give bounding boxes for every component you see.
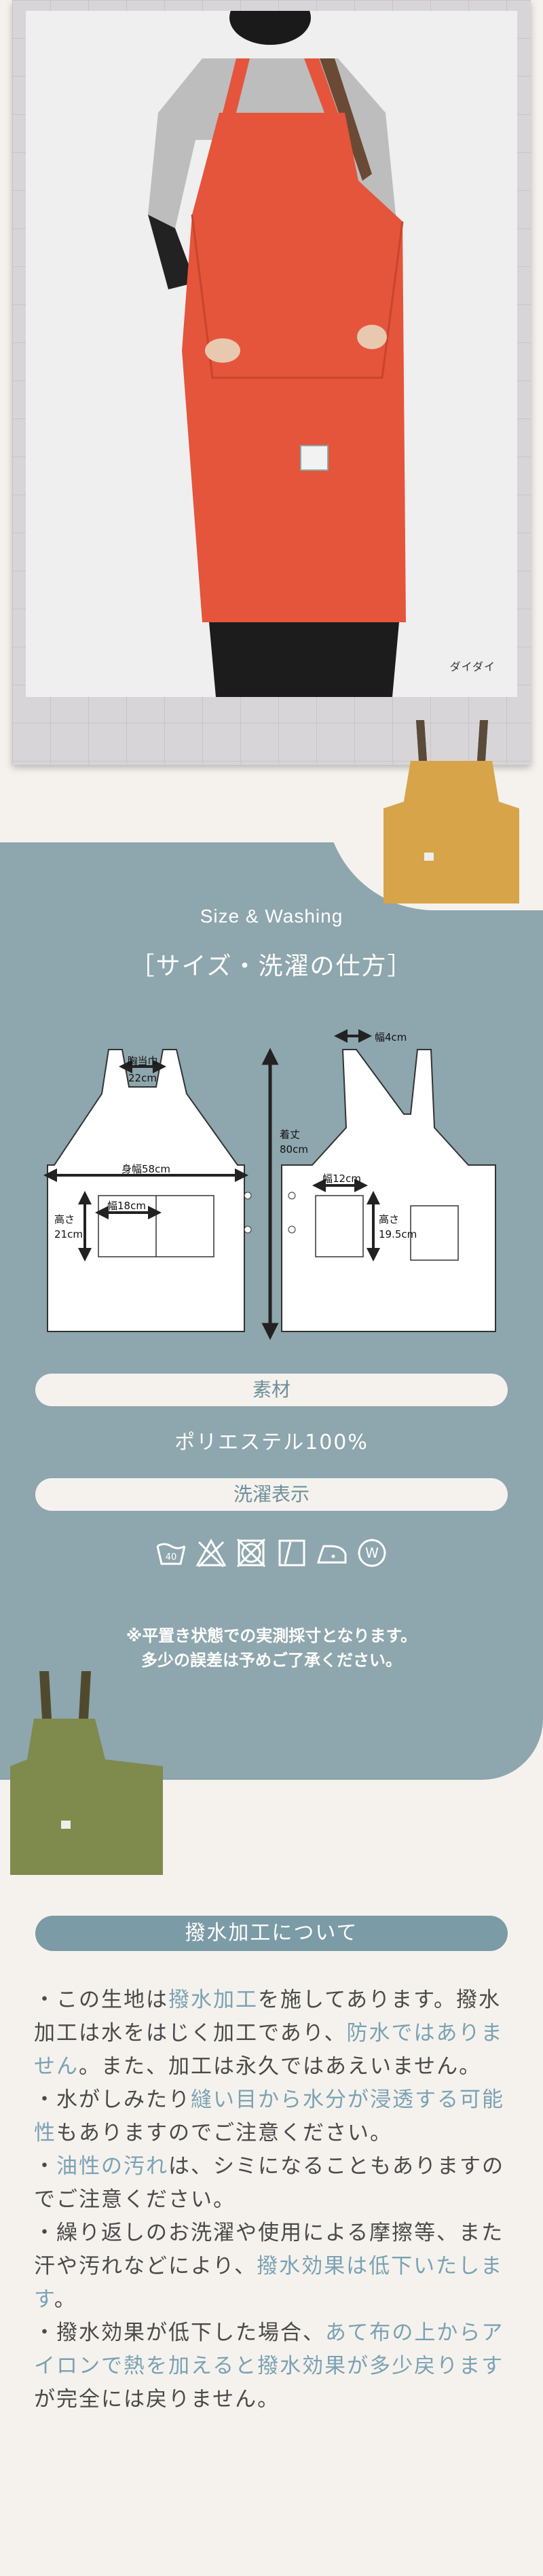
no-bleach-icon	[195, 1538, 227, 1568]
label-body-width: 身幅58cm	[121, 1163, 170, 1175]
material-value: ポリエステル100%	[174, 1431, 369, 1454]
iron-low-icon	[316, 1545, 347, 1564]
wash-icons-row: 40 W	[155, 1534, 388, 1572]
paragraph-2: ・水がしみたり縫い目から水分が浸透する可能性もありますのでご注意ください。	[34, 2088, 504, 2145]
material-label: 素材	[35, 1374, 508, 1406]
wash-40-icon: 40	[156, 1543, 186, 1565]
section-title: ［サイズ・洗濯の仕方］	[130, 952, 413, 980]
paragraph-3: ・油性の汚れは、シミになることもありますのでご注意ください。	[34, 2154, 504, 2212]
measurement-note-line2: 多少の誤差は予めご了承ください。	[141, 1651, 402, 1670]
label-pocket-height-front-2: 21cm	[54, 1228, 83, 1240]
label-chest-width-2: 22cm	[128, 1072, 157, 1084]
mustard-apron-swatch-overlay	[383, 720, 519, 904]
label-pocket-width-front: 幅18cm	[107, 1200, 146, 1212]
water-repellent-heading: 撥水加工について	[35, 1916, 508, 1951]
water-repellent-body: ・この生地は撥水加工を施してあります。撥水加工は水をはじく加工であり、防水ではあ…	[34, 1984, 509, 2416]
line-dry-icon	[278, 1539, 305, 1567]
label-length-2: 80cm	[280, 1143, 308, 1156]
label-chest-width-1: 胸当巾	[127, 1055, 157, 1067]
section-subtitle: Size & Washing	[200, 906, 343, 927]
paragraph-5: ・撥水効果が低下した場合、あて布の上からアイロンで熱を加えると撥水効果が多少戻り…	[34, 2321, 504, 2412]
label-pocket-height-back-2: 19.5cm	[379, 1228, 417, 1240]
label-length-1: 着丈	[280, 1128, 300, 1141]
no-tumble-dry-icon	[237, 1538, 266, 1568]
photo-caption: ダイダイ	[449, 662, 495, 673]
olive-apron-swatch	[10, 1671, 163, 1875]
svg-text:40: 40	[166, 1552, 177, 1562]
label-pocket-height-front-1: 高さ	[54, 1213, 75, 1226]
label-strap-width: 幅4cm	[375, 1031, 407, 1043]
product-photo	[26, 11, 517, 697]
wet-clean-icon: W	[358, 1539, 386, 1567]
paragraph-4: ・繰り返しのお洗濯や使用による摩擦等、また汗や汚れなどにより、撥水効果は低下いた…	[34, 2221, 504, 2312]
paragraph-1: ・この生地は撥水加工を施してあります。撥水加工は水をはじく加工であり、防水ではあ…	[34, 1988, 504, 2079]
label-pocket-height-back-1: 高さ	[379, 1213, 399, 1226]
svg-text:W: W	[365, 1545, 379, 1561]
size-diagram: 幅4cm 胸当巾 22cm 着丈 80cm 身幅58cm 幅18cm 高さ 21…	[43, 1029, 496, 1340]
apron-model-illustration	[26, 11, 517, 697]
washing-label: 洗濯表示	[35, 1478, 508, 1511]
label-pocket-width-back: 幅12cm	[322, 1173, 361, 1185]
measurement-note-line1: ※平置き状態での実測採寸となります。	[126, 1626, 417, 1645]
